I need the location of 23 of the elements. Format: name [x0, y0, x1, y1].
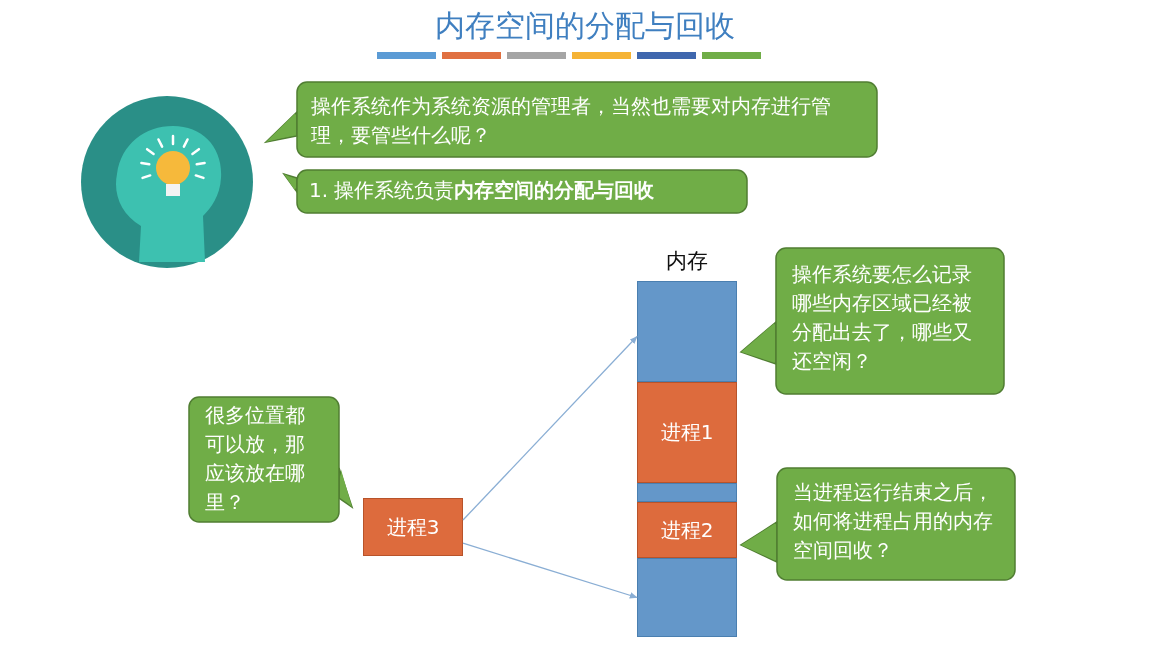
arrow — [462, 542, 638, 599]
bubble-text: 操作系统要怎么记录哪些内存区域已经被分配出去了，哪些又还空闲？ — [792, 261, 973, 375]
speech-bubble — [284, 170, 747, 213]
bubble-text: 当进程运行结束之后，如何将进程占用的内存空间回收？ — [793, 479, 994, 564]
process-label: 进程2 — [660, 516, 714, 544]
title: 内存空间的分配与回收 — [434, 7, 736, 45]
memory-segment — [637, 281, 737, 382]
speech-bubble — [741, 248, 1004, 394]
process-label: 进程3 — [386, 513, 440, 541]
memory-label: 内存 — [665, 248, 709, 275]
process-label: 进程1 — [660, 419, 714, 446]
memory-segment — [637, 558, 737, 637]
memory-segment — [637, 483, 737, 502]
speech-bubble — [189, 397, 352, 522]
speech-bubble — [266, 82, 877, 157]
process-box — [363, 498, 463, 556]
bubble-text: 很多位置都可以放，那应该放在哪里？ — [205, 402, 306, 516]
speech-bubble — [741, 468, 1015, 580]
bubble-text: 操作系统作为系统资源的管理者，当然也需要对内存进行管理，要管些什么呢？ — [311, 93, 832, 149]
arrow — [462, 335, 638, 521]
memory-segment — [637, 382, 737, 483]
memory-segment — [637, 502, 737, 558]
bubble-text: 1. 操作系统负责内存空间的分配与回收 — [309, 177, 656, 204]
